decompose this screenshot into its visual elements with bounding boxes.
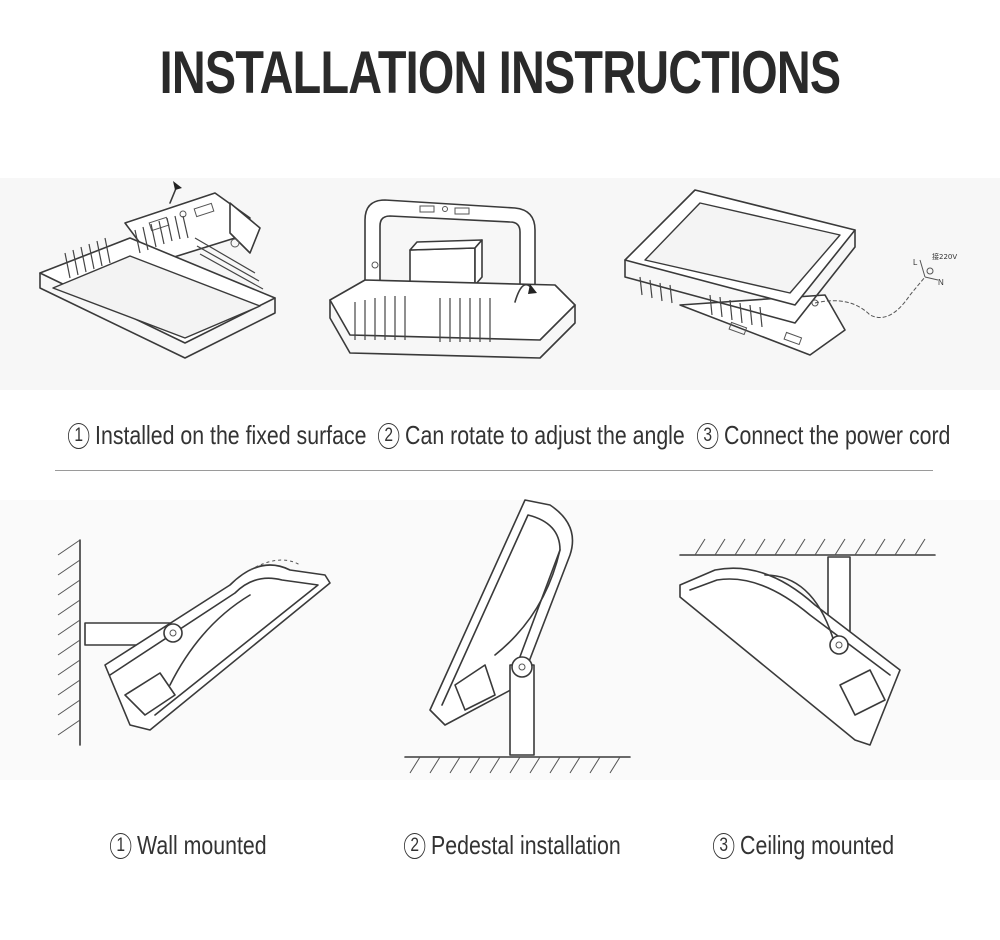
top-step-1-caption: 1 Installed on the fixed surface xyxy=(68,420,366,451)
top-step-3-caption: 3 Connect the power cord xyxy=(697,420,950,451)
step-number-badge: 1 xyxy=(68,422,90,449)
bottom-step-3-caption: 3 Ceiling mounted xyxy=(713,830,894,861)
step-number-badge: 1 xyxy=(110,832,132,859)
step-number-badge: 2 xyxy=(404,832,426,859)
top-step-2-caption: 2 Can rotate to adjust the angle xyxy=(378,420,685,451)
step-label: Pedestal installation xyxy=(431,830,621,860)
bottom-step-2-caption: 2 Pedestal installation xyxy=(404,830,621,861)
arrow-up-icon xyxy=(169,181,182,204)
step-label: Can rotate to adjust the angle xyxy=(405,420,685,450)
pedestal-installation-illustration xyxy=(404,499,631,774)
power-cord-illustration: L N 接220V xyxy=(624,189,957,356)
step-label: Wall mounted xyxy=(137,830,267,860)
voltage-label: 接220V xyxy=(932,252,957,261)
wall-mounted-illustration xyxy=(57,539,331,746)
bottom-step-1-caption: 1 Wall mounted xyxy=(110,830,267,861)
rotate-arrow-icon xyxy=(514,283,537,303)
section-divider xyxy=(55,470,933,471)
wire-n-label: N xyxy=(938,278,944,287)
hatched-surface-icon xyxy=(57,539,81,746)
rotate-angle-illustration xyxy=(329,199,576,359)
ceiling-mounted-illustration xyxy=(679,538,936,746)
wire-l-label: L xyxy=(913,258,918,267)
step-label: Installed on the fixed surface xyxy=(95,420,367,450)
step-number-badge: 3 xyxy=(697,422,719,449)
page-title: INSTALLATION INSTRUCTIONS xyxy=(159,39,842,106)
step-label: Connect the power cord xyxy=(724,420,951,450)
step-number-badge: 3 xyxy=(713,832,735,859)
step-number-badge: 2 xyxy=(378,422,400,449)
fixed-surface-illustration xyxy=(39,181,276,359)
step-label: Ceiling mounted xyxy=(740,830,895,860)
